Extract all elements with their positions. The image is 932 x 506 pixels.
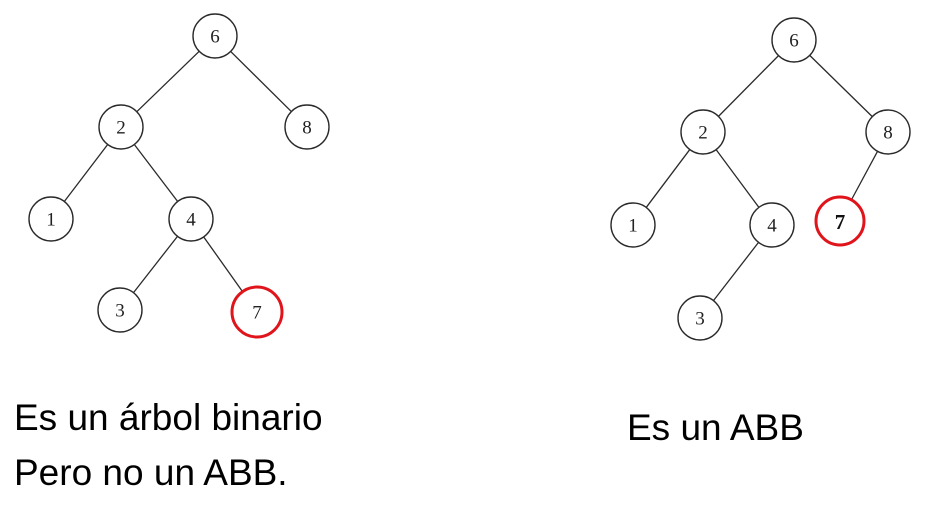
node-label: 7	[252, 303, 262, 324]
node-label: 6	[789, 31, 799, 52]
node-label: 3	[695, 309, 705, 330]
node-1: 1	[28, 196, 74, 242]
node-label: 4	[767, 216, 777, 237]
node-circle	[28, 196, 74, 242]
node-label: 8	[883, 123, 893, 144]
node-8: 8	[284, 104, 330, 150]
node-circle	[98, 104, 144, 150]
edge-8-7	[850, 151, 879, 201]
node-circle-highlighted	[814, 195, 866, 247]
node-4: 4	[749, 202, 795, 248]
node-label: 6	[210, 27, 220, 48]
node-4: 4	[168, 196, 214, 242]
edge-4-7	[203, 236, 244, 292]
node-2: 2	[98, 104, 144, 150]
caption-binary-tree: Es un árbol binario	[14, 397, 323, 438]
node-circle	[168, 196, 214, 242]
edge-2-4	[133, 144, 179, 202]
node-circle	[680, 109, 726, 155]
edge-6-2	[718, 55, 779, 117]
node-label: 8	[302, 118, 312, 139]
node-circle	[865, 109, 911, 155]
node-2: 2	[680, 109, 726, 155]
edge-2-1	[645, 149, 691, 208]
node-label: 2	[116, 118, 126, 139]
node-label: 2	[698, 123, 708, 144]
node-label: 4	[186, 210, 196, 231]
node-1: 1	[610, 202, 656, 248]
node-label: 3	[115, 301, 125, 322]
edge-4-3	[133, 235, 178, 294]
edge-2-4	[715, 149, 760, 208]
node-circle	[284, 104, 330, 150]
node-circle	[610, 202, 656, 248]
node-3: 3	[677, 295, 723, 341]
edge-6-8	[230, 51, 292, 112]
node-7: 7	[814, 195, 866, 247]
node-circle	[771, 17, 817, 63]
node-circle	[749, 202, 795, 248]
node-6: 6	[192, 13, 238, 59]
node-3: 3	[97, 287, 143, 333]
node-circle	[677, 295, 723, 341]
node-label: 1	[46, 210, 56, 231]
edge-6-8	[809, 54, 873, 118]
node-8: 8	[865, 109, 911, 155]
edge-4-3	[712, 241, 760, 302]
node-circle	[192, 13, 238, 59]
edge-2-1	[63, 144, 109, 202]
caption-is-bst: Es un ABB	[627, 407, 804, 448]
node-circle	[97, 287, 143, 333]
node-circle-highlighted	[230, 285, 284, 339]
node-label: 1	[628, 216, 638, 237]
node-7: 7	[230, 285, 284, 339]
node-label: 7	[835, 210, 846, 234]
caption-not-bst: Pero no un ABB.	[14, 452, 288, 493]
node-6: 6	[771, 17, 817, 63]
edge-6-2	[136, 50, 200, 113]
